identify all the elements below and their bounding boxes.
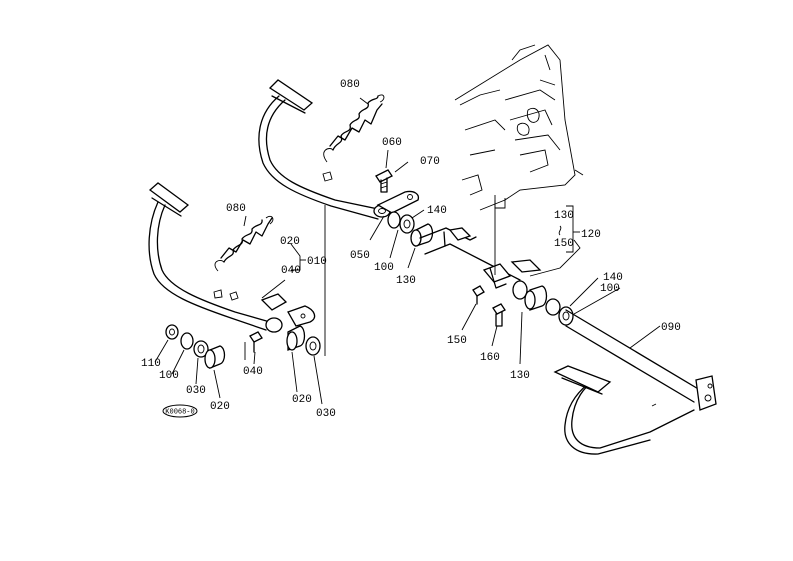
label-010: 010	[307, 256, 327, 268]
lower-return-spring	[214, 215, 274, 272]
lower-pedal-arm	[148, 182, 316, 360]
bolt-060	[375, 169, 393, 193]
lower-center-bushings	[286, 325, 321, 356]
upper-pedal-arm	[258, 79, 420, 220]
label-150: 150	[447, 335, 467, 347]
label-030-left: 030	[186, 385, 206, 397]
label-100-upper: 100	[374, 262, 394, 274]
label-130-bracket: 130	[554, 210, 574, 222]
cross-shaft	[419, 200, 542, 289]
bolt-150	[472, 285, 485, 305]
label-020-center: 020	[292, 394, 312, 406]
diagram-id-text: K0068-0	[165, 409, 194, 417]
diagram-id-badge: K0068-0	[162, 404, 198, 418]
label-120: 120	[581, 229, 601, 241]
label-100-lower: 100	[159, 370, 179, 382]
label-080-upper: 080	[340, 79, 360, 91]
label-020-upper: 020	[280, 236, 300, 248]
upper-return-spring	[323, 94, 385, 163]
label-150-bracket: 150	[554, 238, 574, 250]
leader-lines	[154, 97, 661, 405]
bolt-040	[249, 331, 263, 353]
upper-bushing-stack	[387, 211, 434, 247]
label-130-upper: 130	[396, 275, 416, 287]
range-tilde	[558, 225, 562, 236]
label-160: 160	[480, 352, 500, 364]
part-labels: 080 060 070 140 050 100 130 080 020 040 …	[141, 79, 681, 420]
label-080-lower: 080	[226, 203, 246, 215]
pedal-shaft-090	[553, 309, 717, 455]
label-070: 070	[420, 156, 440, 168]
lower-left-bushings	[165, 324, 226, 369]
label-140-lower: 140	[603, 272, 623, 284]
label-060: 060	[382, 137, 402, 149]
label-050: 050	[350, 250, 370, 262]
bolt-160	[492, 303, 506, 327]
label-040-upper: 040	[281, 265, 301, 277]
label-090: 090	[661, 322, 681, 334]
transmission-housing	[454, 44, 584, 211]
label-130-center: 130	[510, 370, 530, 382]
label-140-upper: 140	[427, 205, 447, 217]
label-100-right: 100	[600, 283, 620, 295]
label-030-center: 030	[316, 408, 336, 420]
label-040-lower: 040	[243, 366, 263, 378]
label-020-left: 020	[210, 401, 230, 413]
center-bushing-stack	[512, 280, 574, 326]
label-110: 110	[141, 358, 161, 370]
